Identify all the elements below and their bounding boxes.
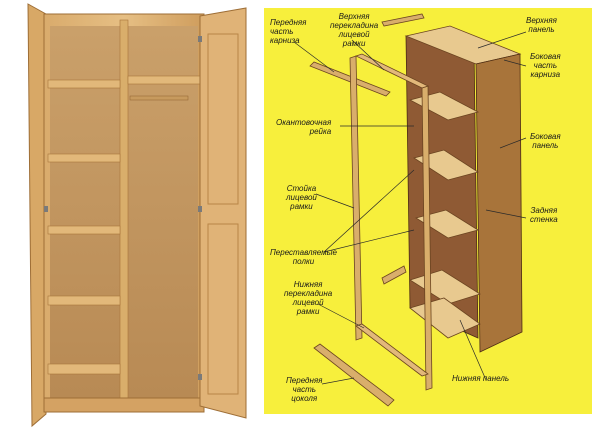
side-panel-shape [475, 53, 523, 353]
front-plinth-shape [313, 343, 395, 407]
top-face-rail [354, 53, 430, 89]
hanging-rod [129, 95, 189, 101]
right-door-panel-bottom [207, 223, 239, 395]
label-side-cornice: Боковая часть карниза [530, 52, 561, 79]
left-shelves [47, 79, 121, 375]
face-frame-stile-left [349, 55, 363, 341]
right-door-panel-top [207, 33, 239, 205]
label-front-cornice: Передняя часть карниза [270, 18, 307, 45]
cabinet-base [43, 397, 205, 413]
right-compartment [128, 26, 198, 400]
label-face-frame-stile: Стойка лицевой рамки [286, 184, 317, 211]
edging-strip-piece [381, 265, 407, 285]
hinges [44, 36, 202, 380]
left-compartment [50, 26, 120, 400]
label-edging-strip: Окантовочная рейка [276, 118, 332, 136]
top-cornice-strip [381, 13, 425, 27]
left-door [27, 3, 47, 428]
leader-lines [293, 31, 527, 385]
label-top-panel: Верхняя панель [526, 16, 557, 34]
right-shelf [127, 75, 201, 85]
right-door [199, 7, 247, 419]
front-cornice-strip [309, 61, 391, 97]
label-side-panel: Боковая панель [530, 132, 561, 150]
label-bottom-panel: Нижняя панель [452, 374, 510, 383]
center-divider [119, 19, 129, 409]
label-adjustable-shelves: Переставляемые полки [270, 248, 337, 266]
label-front-plinth: Передняя часть цоколя [286, 376, 323, 403]
bottom-face-rail [355, 323, 429, 377]
exploded-diagram: Передняя часть карниза Верхняя переклади… [264, 8, 592, 414]
wardrobe-photo [27, 3, 247, 428]
label-bottom-face-rail: Нижняя перекладина лицевой рамки [284, 280, 333, 316]
label-back-wall: Задняя стенка [530, 206, 558, 224]
label-top-face-rail: Верхняя перекладина лицевой рамки [330, 12, 379, 48]
shelves-shapes [408, 91, 481, 339]
exploded-drawing [293, 13, 527, 407]
